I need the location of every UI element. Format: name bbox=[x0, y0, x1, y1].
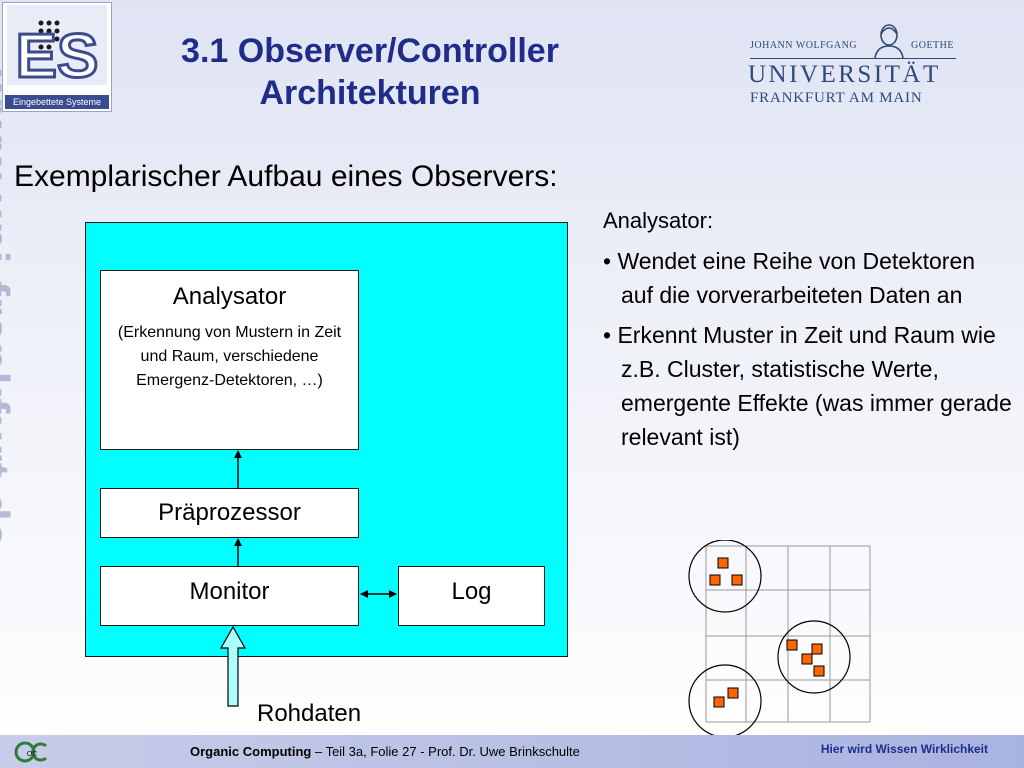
footer-course-info: Organic Computing – Teil 3a, Folie 27 - … bbox=[190, 744, 580, 759]
cluster-circle bbox=[688, 540, 762, 613]
es-logo-caption: Eingebettete Systeme bbox=[5, 95, 109, 109]
monitor-label: Monitor bbox=[189, 578, 270, 605]
goethe-portrait-icon bbox=[874, 24, 904, 58]
explanation-heading: Analysator: bbox=[603, 208, 714, 233]
bullet-item: • Wendet eine Reihe von Detektoren auf d… bbox=[603, 248, 976, 308]
footer-course-name: Organic Computing bbox=[190, 744, 312, 759]
university-logo-rule bbox=[750, 58, 956, 59]
log-label: Log bbox=[451, 578, 492, 605]
university-main-name: UNIVERSITÄT bbox=[748, 61, 941, 88]
agent-marker bbox=[813, 665, 825, 677]
praeprozessor-box: Präprozessor bbox=[100, 488, 359, 538]
university-name-right: GOETHE bbox=[911, 40, 954, 51]
es-logo-letters: ES bbox=[16, 22, 99, 85]
grid-lines bbox=[705, 545, 871, 723]
university-city: FRANKFURT AM MAIN bbox=[750, 90, 923, 106]
agent-marker bbox=[713, 696, 725, 708]
title-line-1: 3.1 Observer/Controller bbox=[181, 32, 559, 70]
footer-bar: OC Organic Computing – Teil 3a, Folie 27… bbox=[0, 735, 1024, 768]
analysator-title: Analysator bbox=[172, 283, 287, 310]
agent-marker bbox=[811, 643, 823, 655]
cluster-circle bbox=[688, 664, 762, 738]
title-line-2: Architekturen bbox=[259, 74, 481, 112]
es-logo: ES Eingebettete Systeme bbox=[2, 2, 112, 112]
university-logo: JOHANN WOLFGANG GOETHE UNIVERSITÄT FRANK… bbox=[748, 22, 960, 112]
praeprozessor-label: Präprozessor bbox=[158, 499, 301, 526]
agent-marker bbox=[731, 574, 743, 586]
input-label: Rohdaten bbox=[257, 700, 362, 727]
bullet-item: • Erkennt Muster in Zeit und Raum wie z.… bbox=[603, 322, 1012, 450]
log-box: Log bbox=[398, 566, 545, 626]
oc-logo-icon: OC bbox=[14, 741, 47, 763]
slide-subtitle: Exemplarischer Aufbau eines Observers: bbox=[14, 160, 558, 193]
agent-marker bbox=[727, 687, 739, 699]
agent-marker bbox=[709, 574, 721, 586]
university-name-left: JOHANN WOLFGANG bbox=[750, 40, 858, 51]
agent-marker bbox=[801, 653, 813, 665]
footer-course-details: – Teil 3a, Folie 27 - Prof. Dr. Uwe Brin… bbox=[311, 744, 580, 759]
analysator-box: Analysator (Erkennung von Mustern in Zei… bbox=[100, 270, 359, 450]
cluster-grid-illustration bbox=[688, 540, 871, 738]
slide-title: 3.1 Observer/Controller Architekturen bbox=[130, 30, 610, 114]
oc-logo-text: OC bbox=[27, 751, 38, 758]
monitor-box: Monitor bbox=[100, 566, 359, 626]
agent-marker bbox=[786, 639, 798, 651]
agent-marker bbox=[717, 557, 729, 569]
analysator-description: (Erkennung von Mustern in Zeit und Raum,… bbox=[117, 324, 342, 389]
es-logo-graphic: ES bbox=[7, 5, 107, 85]
cluster-circle bbox=[777, 620, 851, 694]
analysator-explanation: Analysator: • Wendet eine Reihe von Dete… bbox=[603, 208, 1013, 460]
footer-slogan: Hier wird Wissen Wirklichkeit bbox=[820, 742, 988, 756]
